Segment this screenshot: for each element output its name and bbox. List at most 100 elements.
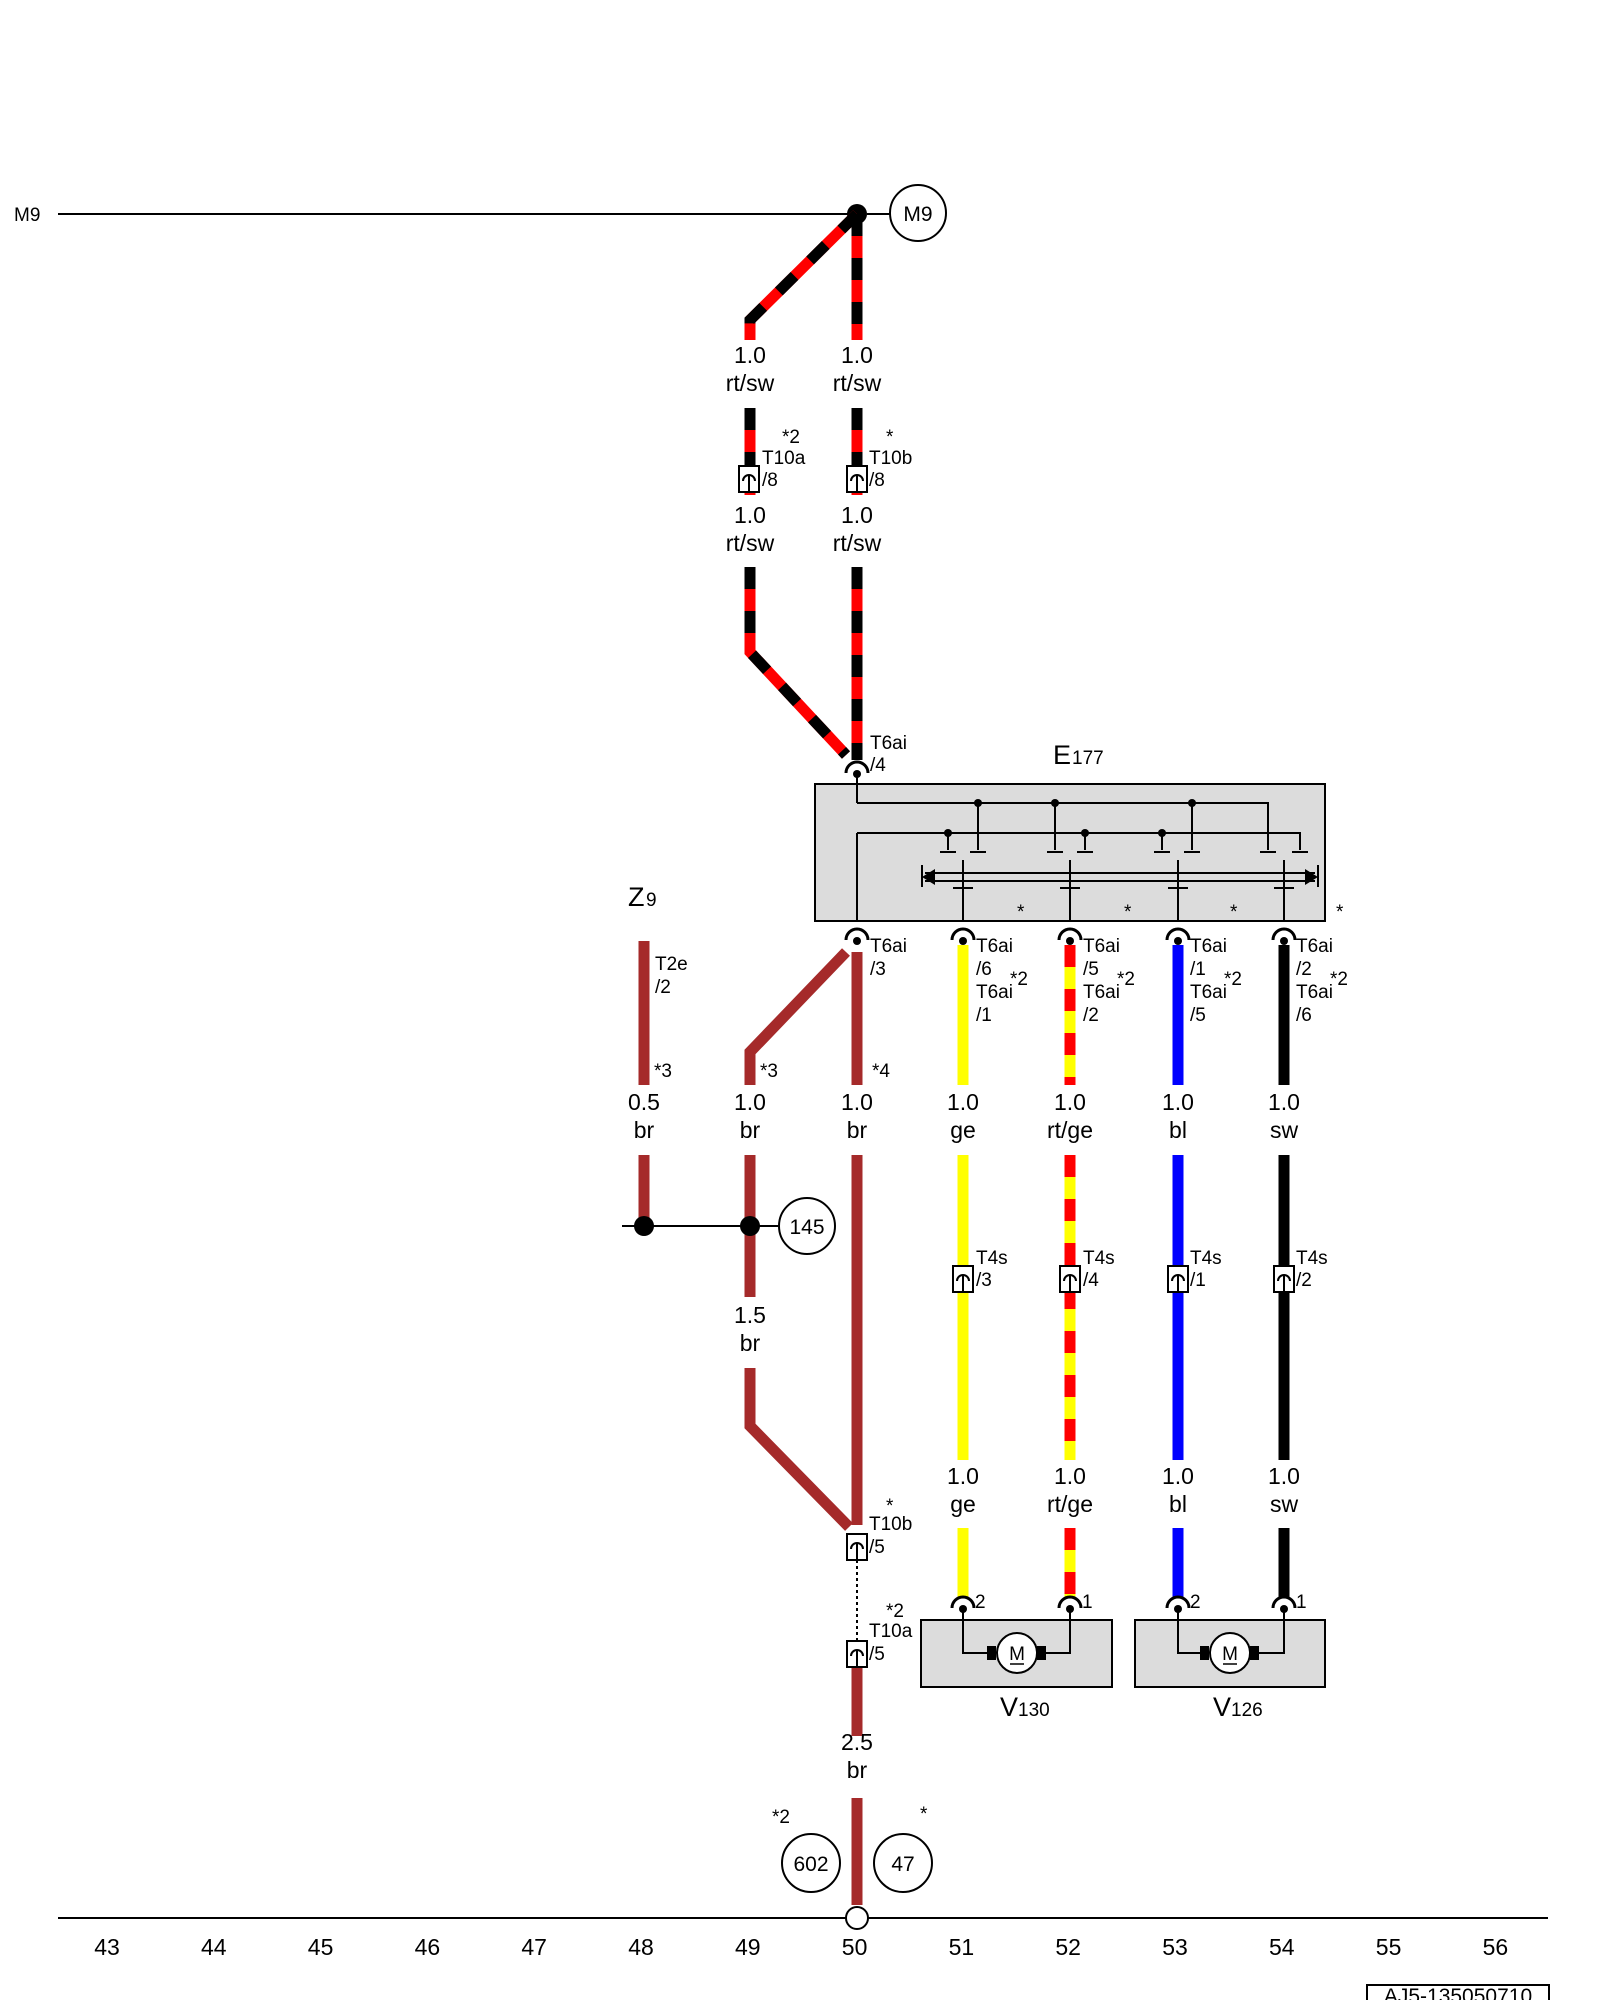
connector-pin: /4	[1083, 1270, 1099, 1291]
note-star: *	[1230, 902, 1238, 923]
wire-gauge: 1.0	[734, 342, 766, 368]
connector-name: T10b	[869, 448, 912, 469]
rail-m9: M9 M9	[14, 184, 947, 242]
wire-gauge: 1.0	[1162, 1089, 1194, 1115]
note-star: *2	[886, 1601, 904, 1622]
connector-name: T6ai	[1083, 936, 1120, 957]
component-letter: Z	[628, 882, 645, 912]
marker-circle-602	[781, 1833, 841, 1893]
e177-pin-dots	[853, 937, 1288, 945]
wire-labels-mid: 0.5 br 1.0 br 1.0 br 1.0 ge 1.0 rt/ge 1.…	[628, 1089, 1300, 1783]
connector-pin: /1	[1190, 1270, 1206, 1291]
wire-gauge: 1.0	[841, 502, 873, 528]
note-star: *2	[1330, 969, 1348, 990]
note-star: *	[886, 1496, 894, 1517]
marker-label-145: 145	[789, 1216, 824, 1239]
motor-pin: 1	[1296, 1592, 1307, 1613]
splice-145: 145	[622, 1197, 836, 1255]
wire-gauge: 1.0	[1054, 1463, 1086, 1489]
wire-color: bl	[1169, 1491, 1187, 1517]
note-star: *	[1017, 902, 1025, 923]
connector-name: T6ai	[870, 936, 907, 957]
ground-point	[845, 1906, 869, 1930]
wire-color: br	[634, 1117, 655, 1143]
connector-name: T4s	[976, 1248, 1008, 1269]
wire-gauge: 1.0	[947, 1463, 979, 1489]
connector-name: T6ai	[1083, 982, 1120, 1003]
connector-name: T6ai	[1296, 936, 1333, 957]
wire-group-signals	[957, 945, 1290, 1598]
connector-pin: /2	[1296, 1270, 1312, 1291]
wire-color: bl	[1169, 1117, 1187, 1143]
axis-number: 47	[521, 1934, 547, 1960]
wire-gauge: 1.0	[734, 502, 766, 528]
note-star: *2	[1117, 969, 1135, 990]
component-letter: V	[1213, 1692, 1231, 1722]
axis-number: 55	[1376, 1934, 1402, 1960]
connector-name: T6ai	[1190, 982, 1227, 1003]
note-star: *3	[654, 1061, 672, 1082]
connector-t6ai-5: T6ai /5 T6ai *2 /2	[1083, 936, 1135, 1026]
connector-t6ai-4: T6ai /4	[844, 733, 907, 778]
motor-pin: 1	[1082, 1592, 1093, 1613]
wire-gauge: 1.0	[1054, 1089, 1086, 1115]
connector-t4s-3: T4s /3	[952, 1248, 1008, 1293]
note-star: *	[1336, 902, 1344, 923]
motor-pin: 2	[975, 1592, 986, 1613]
reference-id: AJ5-135050710	[1384, 1985, 1532, 2000]
motor-icon	[996, 1632, 1038, 1674]
axis-number: 49	[735, 1934, 761, 1960]
motor-label: M	[1222, 1644, 1238, 1665]
connector-name: T2e	[655, 954, 688, 975]
wire-color: rt/ge	[1047, 1117, 1093, 1143]
wire-gauge: 1.0	[1268, 1463, 1300, 1489]
marker-circle-m9	[889, 184, 947, 242]
note-star: *	[1124, 902, 1132, 923]
connector-pin: /5	[869, 1537, 885, 1558]
connector-name: T6ai	[1296, 982, 1333, 1003]
wire-labels-top: 1.0 rt/sw 1.0 rt/sw 1.0 rt/sw 1.0 rt/sw	[726, 342, 882, 556]
motor-pin: 2	[1190, 1592, 1201, 1613]
connector-pin: /6	[976, 959, 992, 980]
note-star: *	[886, 427, 894, 448]
connector-name: T4s	[1296, 1248, 1328, 1269]
connector-pin: /3	[870, 959, 886, 980]
wire-gauge: 0.5	[628, 1089, 660, 1115]
marker-label-m9: M9	[903, 203, 932, 226]
axis-number: 54	[1269, 1934, 1295, 1960]
reference-id-box: AJ5-135050710	[1366, 1984, 1550, 2000]
axis-number: 50	[842, 1934, 868, 1960]
wire-gauge: 1.5	[734, 1302, 766, 1328]
connector-pin: /3	[976, 1270, 992, 1291]
ground-bus	[58, 1906, 1548, 1930]
connector-pin: /1	[1190, 959, 1206, 980]
connector-t4s-1: T4s /1	[1167, 1248, 1222, 1293]
connector-t10a-8: *2 T10a /8	[738, 427, 806, 493]
marker-circle-47	[873, 1833, 933, 1893]
connector-t10a-5: *2 T10a /5	[846, 1601, 913, 1668]
connector-name: T6ai	[976, 936, 1013, 957]
note-star: *2	[782, 427, 800, 448]
note-star: *	[920, 1804, 928, 1825]
connector-pin: /2	[1296, 959, 1312, 980]
component-number: 177	[1072, 748, 1104, 769]
wire-color: rt/sw	[833, 370, 882, 396]
note-star: *2	[1010, 969, 1028, 990]
note-star: *2	[1224, 969, 1242, 990]
wire-color: br	[847, 1757, 868, 1783]
note-star: *2	[772, 1807, 790, 1828]
connector-pin: /5	[869, 1644, 885, 1665]
axis-number: 46	[415, 1934, 441, 1960]
connector-pin: /4	[870, 755, 886, 776]
connector-t6ai-1: T6ai /1 T6ai *2 /5	[1190, 936, 1242, 1026]
component-letter: V	[1000, 1692, 1018, 1722]
connector-pin: /5	[1190, 1005, 1206, 1026]
component-number: 130	[1018, 1700, 1050, 1721]
connector-pin: /5	[1083, 959, 1099, 980]
component-e177: E 177	[814, 740, 1344, 923]
axis-number: 52	[1055, 1934, 1081, 1960]
wire-color: rt/sw	[726, 530, 775, 556]
connector-t6ai-3: T6ai /3	[870, 936, 907, 980]
